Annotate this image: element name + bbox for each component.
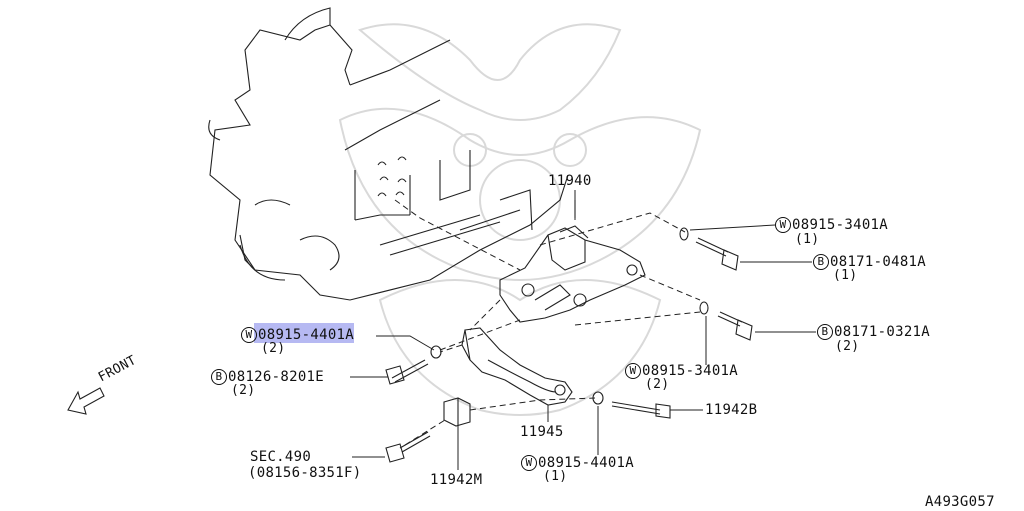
watermark-emblem — [338, 23, 702, 416]
label-11942m[interactable]: 11942M — [430, 472, 482, 488]
washer-prefix-icon: W — [775, 217, 791, 233]
leader-lines — [350, 190, 816, 470]
part-number: 08171-0321A — [834, 324, 931, 340]
part-number: 08915-4401A — [258, 327, 355, 343]
bolt-prefix-icon: B — [813, 254, 829, 270]
part-number: 08915-4401A — [538, 455, 635, 471]
part-number: 11945 — [520, 424, 564, 440]
part-number: 11940 — [548, 173, 592, 189]
part-number: 08126-8201E — [228, 369, 325, 385]
front-arrow-icon — [67, 387, 105, 415]
bracket-11940 — [499, 200, 646, 323]
part-number: 11942M — [430, 472, 483, 488]
label-sec-490-sub: (08156-8351F) — [248, 465, 362, 481]
qty-b-08126-8201e: (2) — [231, 383, 256, 398]
washer-prefix-icon: W — [241, 327, 257, 343]
qty-b-08171-0321a: (2) — [835, 339, 860, 354]
diagram-code: A493G057 — [925, 494, 995, 510]
part-number: 11942B — [705, 402, 758, 418]
fasteners — [385, 227, 753, 463]
selected-part-highlight — [254, 323, 354, 343]
part-number: 08915-3401A — [792, 217, 889, 233]
part-number: 08171-0481A — [830, 254, 927, 270]
label-11940[interactable]: 11940 — [548, 173, 592, 189]
qty-w-08915-4401a-left: (2) — [261, 341, 286, 356]
qty-w-08915-4401a-bottom: (1) — [543, 469, 568, 484]
washer-prefix-icon: W — [521, 455, 537, 471]
washer-prefix-icon: W — [625, 363, 641, 379]
engine-block-outline — [208, 7, 569, 301]
part-number: 08915-3401A — [642, 363, 739, 379]
dashed-guides — [394, 199, 701, 446]
qty-b-08171-0481a: (1) — [833, 268, 858, 283]
bolt-prefix-icon: B — [817, 324, 833, 340]
part-number: SEC.490 — [250, 449, 312, 465]
block-11942m — [443, 397, 471, 427]
qty-w-08915-3401a-top: (1) — [795, 232, 820, 247]
label-sec-490[interactable]: SEC.490 — [250, 449, 311, 465]
bolt-prefix-icon: B — [211, 369, 227, 385]
label-11942b[interactable]: 11942B — [705, 402, 757, 418]
qty-w-08915-3401a-mid: (2) — [645, 377, 670, 392]
bracket-11945 — [461, 327, 573, 406]
label-11945[interactable]: 11945 — [520, 424, 564, 440]
